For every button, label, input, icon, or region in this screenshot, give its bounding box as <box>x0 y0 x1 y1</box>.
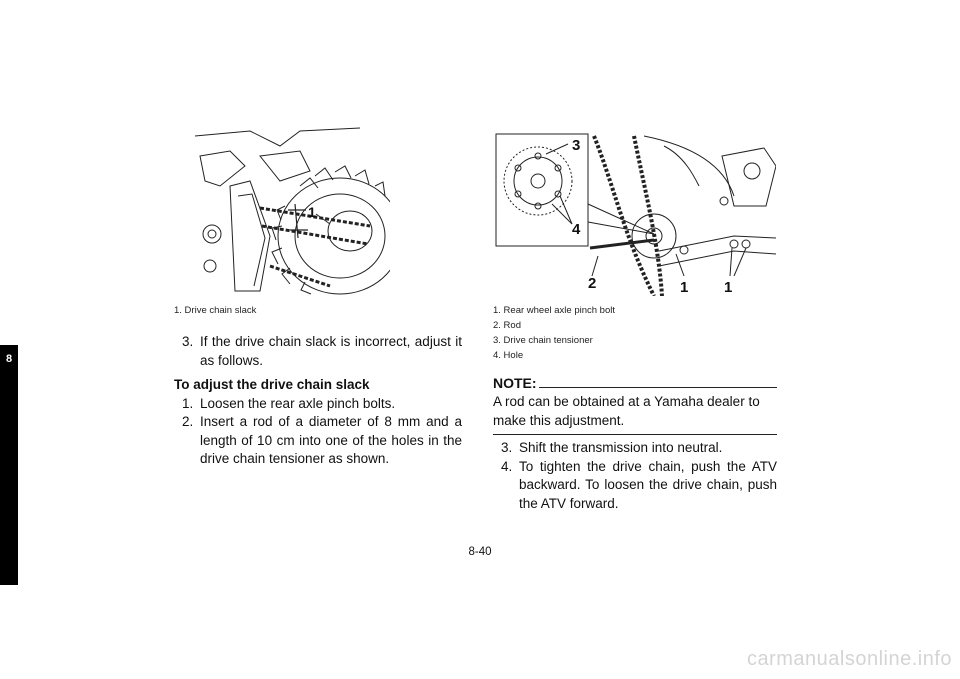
step-number: 3. <box>182 334 194 349</box>
chain-tensioner-illustration: 3 4 2 1 1 <box>494 126 776 296</box>
callout-3: 3 <box>572 137 580 154</box>
callout-4: 4 <box>572 221 581 238</box>
caption-rod: 2. Rod <box>493 320 521 331</box>
step-text: Insert a rod of a diameter of 8 mm and a… <box>200 414 462 466</box>
section-tab: 8 <box>0 345 18 585</box>
step-number: 4. <box>501 458 513 474</box>
note-header: NOTE: <box>493 374 777 392</box>
section-heading: To adjust the drive chain slack <box>174 377 370 392</box>
left-figure-captions: 1. Drive chain slack <box>174 303 256 318</box>
page-number: 8-40 <box>468 546 492 558</box>
note-bottom-rule <box>493 434 777 435</box>
callout-1: 1 <box>308 204 316 220</box>
left-text-column: 3. If the drive chain slack is incorrect… <box>174 333 462 469</box>
step-text: If the drive chain slack is incorrect, a… <box>200 334 462 368</box>
note-top-rule <box>539 387 777 388</box>
caption-hole: 4. Hole <box>493 350 524 361</box>
step-1-loosen-bolts: 1. Loosen the rear axle pinch bolts. <box>174 395 462 414</box>
step-3-check-slack: 3. If the drive chain slack is incorrect… <box>174 333 462 370</box>
watermark: carmanualsonline.info <box>746 648 952 670</box>
step-text: Loosen the rear axle pinch bolts. <box>200 395 396 411</box>
callout-2: 2 <box>588 275 596 292</box>
step-number: 2. <box>182 414 194 429</box>
step-number: 3. <box>501 440 513 455</box>
step-number: 1. <box>182 395 194 411</box>
step-2-insert-rod: 2. Insert a rod of a diameter of 8 mm an… <box>174 413 462 469</box>
callout-1b: 1 <box>724 279 732 296</box>
step-text: Shift the transmission into neutral. <box>519 440 723 455</box>
callout-1a: 1 <box>680 279 688 296</box>
step-3-neutral: 3. Shift the transmission into neutral. <box>493 439 777 458</box>
caption-chain-tensioner: 3. Drive chain tensioner <box>493 335 593 346</box>
caption-axle-pinch-bolt: 1. Rear wheel axle pinch bolt <box>493 305 615 316</box>
drive-chain-slack-illustration: 1 <box>190 126 390 296</box>
chain-tensioner-drawing: 3 4 2 1 1 <box>495 133 776 296</box>
caption-drive-chain-slack: 1. Drive chain slack <box>174 305 257 316</box>
right-figure-captions: 1. Rear wheel axle pinch bolt 2. Rod 3. … <box>493 303 615 363</box>
note-text: A rod can be obtained at a Yamaha dealer… <box>493 394 760 428</box>
drive-chain-slack-drawing: 1 <box>194 127 390 295</box>
section-tab-number: 8 <box>5 353 13 365</box>
note-label: NOTE: <box>493 375 537 391</box>
step-4-push-atv: 4. To tighten the drive chain, push the … <box>493 458 777 514</box>
right-text-column: NOTE: A rod can be obtained at a Yamaha … <box>493 374 777 513</box>
step-text: To tighten the drive chain, push the ATV… <box>519 458 777 511</box>
